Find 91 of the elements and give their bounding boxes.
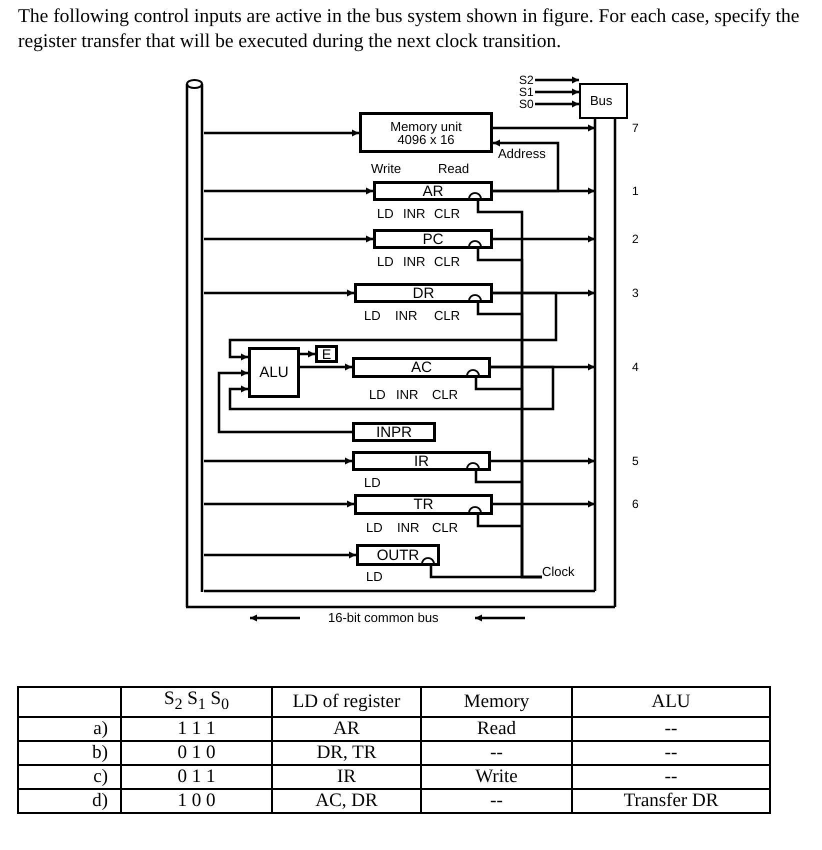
row-label: c) <box>18 764 121 789</box>
table-value: 1 1 1 <box>121 716 272 741</box>
arrow <box>204 552 356 558</box>
table-value: -- <box>572 764 770 789</box>
arrow <box>493 236 595 242</box>
input-number: 7 <box>632 121 639 135</box>
control-input-label: CLR <box>432 521 458 535</box>
table-value: AC, DR <box>272 788 421 813</box>
row-label: a) <box>18 716 121 741</box>
table-value: AR <box>272 716 421 741</box>
row-label: d) <box>18 788 121 813</box>
control-input-label: CLR <box>434 255 460 269</box>
table-value: -- <box>421 740 572 765</box>
register-box: AR <box>373 181 493 201</box>
table-value: -- <box>572 740 770 765</box>
register-box: TR <box>354 494 493 515</box>
table-value: Write <box>421 764 572 789</box>
column-header: Memory <box>421 687 572 717</box>
arrow <box>204 290 354 296</box>
control-input-label: LD <box>377 255 394 269</box>
control-input-label: LD <box>366 570 383 584</box>
connector-line <box>184 590 616 608</box>
register-box: DR <box>354 283 493 303</box>
control-input-label: Write <box>371 162 402 176</box>
arrow <box>535 76 579 84</box>
control-input-label: INR <box>395 309 418 323</box>
register-box: IR <box>352 451 491 471</box>
input-number: 1 <box>632 184 639 198</box>
arrow <box>204 130 359 136</box>
arrow <box>218 370 352 434</box>
arrow <box>204 188 373 194</box>
arrow <box>204 236 373 242</box>
column-header: LD of register <box>272 687 421 717</box>
clock-label: Clock <box>542 565 582 579</box>
arrow <box>228 292 558 360</box>
table-value: 0 1 1 <box>121 764 272 789</box>
column-header: S$_{2}$ S$_{1}$ S$_{0}$ <box>121 687 272 717</box>
register-box: PC <box>373 229 493 249</box>
control-input-label: INR <box>403 255 426 269</box>
control-input-label: Read <box>438 162 470 176</box>
control-input-label: LD <box>364 309 381 323</box>
control-input-label: LD <box>377 207 394 221</box>
table-value: 1 0 0 <box>121 788 272 813</box>
arrow <box>535 88 579 96</box>
select-input-label: S2 <box>519 74 535 86</box>
arrow <box>535 100 579 108</box>
table-value: Read <box>421 716 572 741</box>
register-box: OUTR <box>356 544 440 566</box>
register-box: INPR <box>352 422 436 442</box>
control-input-label: LD <box>364 476 381 490</box>
control-input-label: CLR <box>434 207 460 221</box>
arrow <box>491 458 595 464</box>
bus-label: 16-bit common bus <box>328 611 439 625</box>
table-value: 0 1 0 <box>121 740 272 765</box>
control-input-label: LD <box>366 521 383 535</box>
input-number: 3 <box>632 286 639 300</box>
register-box: ALU <box>248 347 300 398</box>
control-input-label: INR <box>403 207 426 221</box>
arrow <box>300 364 352 370</box>
column-header: ALU <box>572 687 770 717</box>
select-input-label: S0 <box>519 98 535 110</box>
input-number: 5 <box>632 454 639 468</box>
arrow <box>204 458 352 464</box>
control-input-label: INR <box>396 388 418 402</box>
bus-pipe <box>184 76 204 609</box>
input-number: 2 <box>632 232 639 246</box>
register-box: AC <box>352 357 491 378</box>
input-number: 6 <box>632 497 639 511</box>
arrow <box>493 124 595 132</box>
arrow <box>493 140 560 192</box>
select-input-label: S1 <box>519 86 535 98</box>
row-label: b) <box>18 740 121 765</box>
table-value: -- <box>572 716 770 741</box>
table-value: Transfer DR <box>572 788 770 813</box>
control-input-label: INR <box>397 521 420 535</box>
input-number: 4 <box>632 360 639 374</box>
control-input-label: CLR <box>432 388 458 402</box>
arrow <box>204 500 354 508</box>
table-value: DR, TR <box>272 740 421 765</box>
control-input-label: LD <box>369 388 386 402</box>
register-box: Memory unit 4096 x 16 <box>359 112 493 153</box>
arrow <box>300 350 315 358</box>
bus-multiplexer: Bus <box>579 83 628 609</box>
edge-label: Address <box>498 147 546 161</box>
control-input-label: CLR <box>434 309 460 323</box>
arrow <box>493 500 595 508</box>
question-text: The following control inputs are active in the bus system shown in figure. For each case, specify the register transfer that will be executed during the next clock transition. <box>18 5 800 54</box>
table-value: -- <box>421 788 572 813</box>
register-box: E <box>315 345 338 363</box>
arrow <box>228 366 554 410</box>
table-value: IR <box>272 764 421 789</box>
